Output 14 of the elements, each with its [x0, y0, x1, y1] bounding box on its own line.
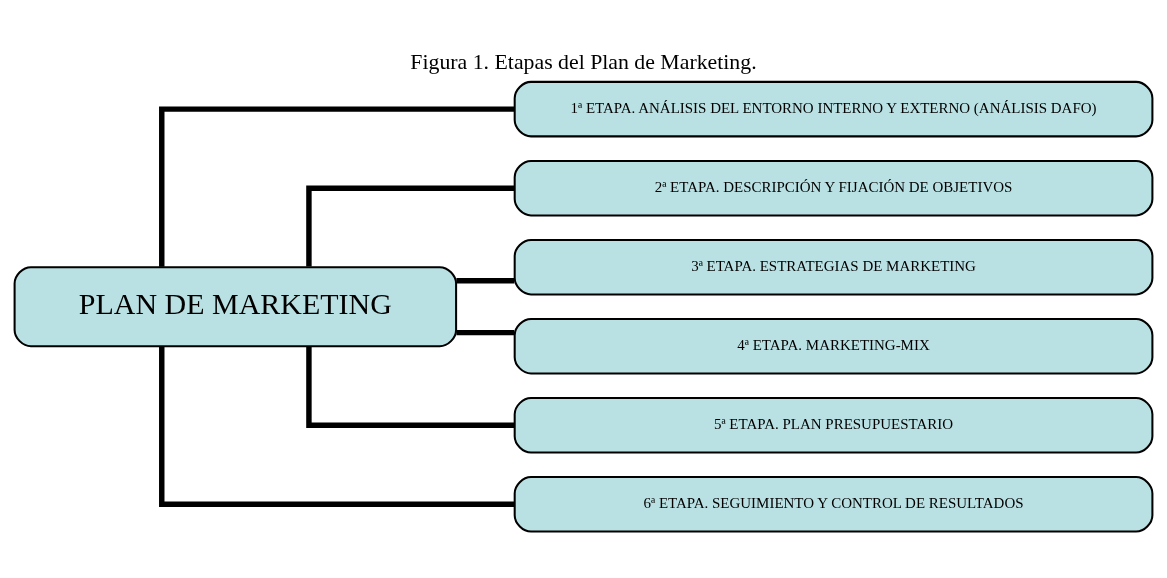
connector: [159, 346, 515, 508]
node-box: 1ª ETAPA. ANÁLISIS DEL ENTORNO INTERNO Y EXTERNO (ANÁLISIS DAFO): [513, 80, 1154, 138]
node-box: 5ª ETAPA. PLAN PRESUPUESTARIO: [513, 397, 1154, 454]
connector: [456, 278, 515, 284]
node-box: 6ª ETAPA. SEGUIMIENTO Y CONTROL DE RESULTADOS: [513, 476, 1154, 533]
connector: [306, 185, 515, 267]
connector: [456, 329, 515, 336]
node-box: 3ª ETAPA. ESTRATEGIAS DE MARKETING: [513, 238, 1154, 296]
connector: [159, 106, 515, 267]
connector: [306, 346, 515, 428]
node-box: 2ª ETAPA. DESCRIPCIÓN Y FIJACIÓN DE OBJETIVOS: [513, 159, 1154, 217]
node-box: 4ª ETAPA. MARKETING-MIX: [513, 317, 1154, 375]
diagram-title: Figura 1. Etapas del Plan de Marketing.: [410, 50, 757, 75]
node-box: PLAN DE MARKETING: [13, 266, 458, 348]
